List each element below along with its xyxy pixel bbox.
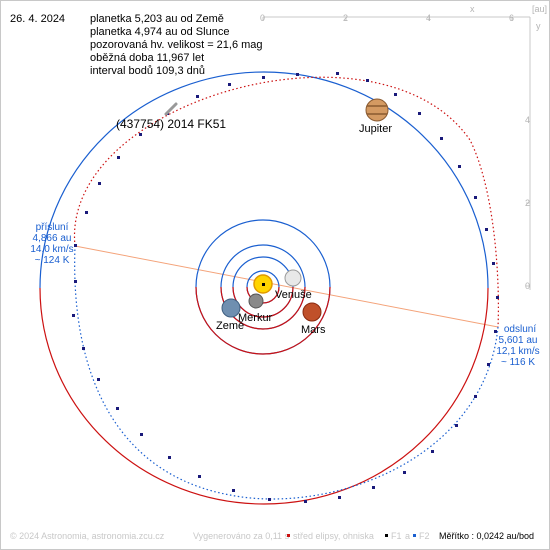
apsidal-line	[74, 245, 499, 328]
legend-f1-marker	[385, 534, 388, 537]
y-tick-label: 2	[525, 198, 531, 208]
mars-label: Mars	[301, 324, 326, 336]
footer-copyright: © 2024 Astronomia, astronomia.zcu.cz	[10, 531, 165, 541]
jupiter-orbit-north	[39, 71, 489, 289]
venus-icon	[284, 269, 302, 287]
footer-legend-a: a	[405, 531, 411, 541]
mercury-label: Merkur	[238, 312, 273, 324]
footer-legend-center: střed elipsy, ohniska	[293, 531, 374, 541]
sun-center-marker	[262, 283, 265, 286]
x-tick-label: 0	[260, 13, 266, 23]
jupiter-orbit-south	[39, 287, 489, 505]
x-tick-label: 6	[509, 13, 515, 23]
perihelion-label: přísluní	[35, 222, 69, 233]
aphelion-speed: 12,1 km/s	[496, 346, 540, 357]
mercury-icon	[248, 293, 264, 309]
footer-legend-f2: F2	[419, 531, 430, 541]
axis-unit: [au]	[532, 4, 548, 14]
earth-icon	[221, 298, 241, 318]
y-axis-letter: y	[536, 21, 541, 31]
asteroid-orbit-points	[72, 72, 499, 503]
asteroid-orbit-south	[74, 245, 499, 500]
info-period: oběžná doba 11,967 let	[90, 52, 205, 64]
venus-label: Venuše	[275, 289, 312, 301]
y-tick-label: 4	[525, 115, 531, 125]
aphelion-temp: ~ 116 K	[500, 357, 535, 368]
asteroid-marker	[164, 102, 178, 116]
perihelion-temp: ~ 124 K	[34, 255, 70, 266]
x-tick-label: 4	[426, 13, 432, 23]
footer-generated: Vygenerováno za 0,11 s	[193, 531, 290, 541]
mars-orbit-south	[195, 286, 331, 355]
legend-center-marker	[287, 534, 290, 537]
mars-icon	[302, 302, 322, 322]
footer-legend-f1: F1	[391, 531, 402, 541]
perihelion-speed: 14,0 km/s	[30, 244, 74, 255]
jupiter-icon	[365, 98, 389, 122]
aphelion-label: odsluní	[503, 324, 537, 335]
x-tick-label: 2	[343, 13, 349, 23]
jupiter-label: Jupiter	[359, 123, 393, 135]
info-magnitude: pozorovaná hv. velikost = 21,6 mag	[90, 39, 263, 51]
aphelion-distance: 5,601 au	[498, 335, 538, 346]
footer-scale: Měřítko : 0,0242 au/bod	[439, 531, 535, 541]
asteroid-label: (437754) 2014 FK51	[116, 117, 227, 131]
x-axis-letter: x	[470, 4, 475, 14]
info-earth-distance: planetka 5,203 au od Země	[90, 13, 224, 25]
info-interval: interval bodů 109,3 dnů	[90, 65, 205, 77]
info-sun-distance: planetka 4,974 au od Slunce	[90, 26, 230, 38]
venus-orbit-south	[232, 286, 294, 318]
perihelion-distance: 4,866 au	[32, 233, 72, 244]
legend-f2-marker	[413, 534, 416, 537]
y-tick-label: 0	[525, 281, 531, 291]
date-label: 26. 4. 2024	[10, 13, 66, 25]
earth-label: Země	[216, 320, 245, 332]
